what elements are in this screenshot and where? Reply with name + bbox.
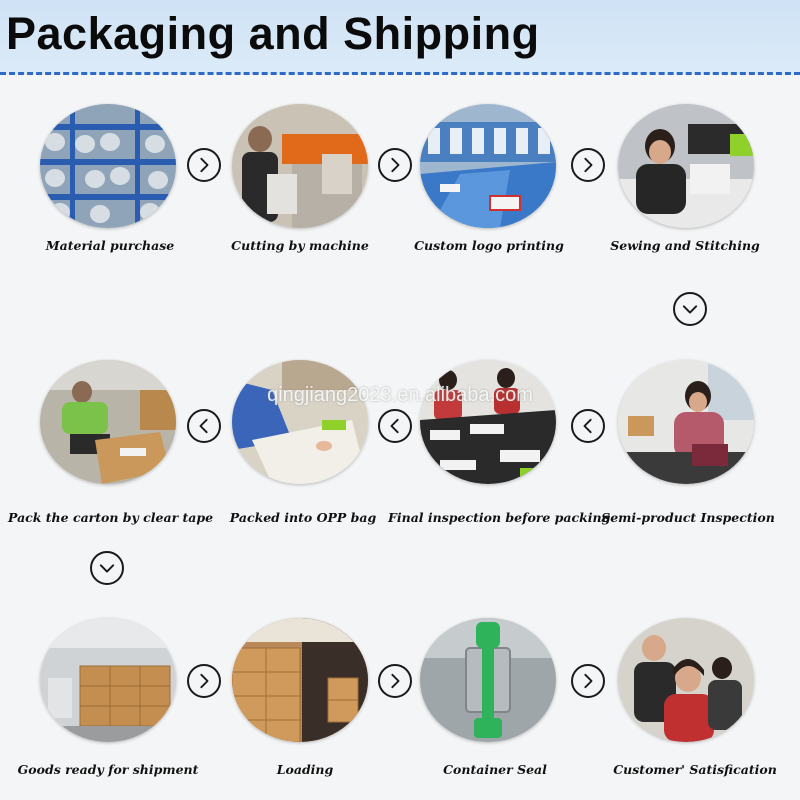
photo-cutting-by-machine [232,104,368,228]
page-header: Packaging and Shipping [0,0,800,75]
photo-goods-ready-for-shipment [40,618,176,742]
chevron-down-icon [673,292,707,326]
photo-customer-satisfication [618,618,754,742]
step-caption: Custom logo printing [414,238,564,253]
photo-custom-logo-printing [420,104,556,228]
chevron-left-icon [571,409,605,443]
step-caption: Final inspection before packing [388,510,611,525]
step-caption: Semi-product Inspection [601,510,775,525]
page-title: Packaging and Shipping [6,8,540,59]
chevron-left-icon [187,409,221,443]
photo-final-inspection [420,360,556,484]
step-caption: Packed into OPP bag [229,510,377,525]
chevron-right-icon [378,664,412,698]
step-caption: Customer' Satisfication [613,762,777,777]
step-caption: Sewing and Stitching [610,238,760,253]
chevron-right-icon [571,148,605,182]
photo-loading [232,618,368,742]
header-divider [0,72,800,75]
step-caption: Material purchase [45,238,175,253]
step-caption: Loading [276,762,334,777]
step-caption: Cutting by machine [231,238,369,253]
photo-packed-into-opp-bag [232,360,368,484]
chevron-right-icon [187,148,221,182]
chevron-right-icon [571,664,605,698]
step-caption: Goods ready for shipment [17,762,199,777]
chevron-right-icon [187,664,221,698]
watermark: qingjiang2023.en.alibaba.com [267,384,533,406]
photo-container-seal [420,618,556,742]
photo-pack-the-carton [40,360,176,484]
photo-material-purchase [40,104,176,228]
photo-semi-product-inspection [618,360,754,484]
chevron-right-icon [378,148,412,182]
step-caption: Pack the carton by clear tape [8,510,214,525]
chevron-left-icon [378,409,412,443]
photo-sewing-and-stitching [618,104,754,228]
chevron-down-icon [90,551,124,585]
step-caption: Container Seal [443,762,547,777]
